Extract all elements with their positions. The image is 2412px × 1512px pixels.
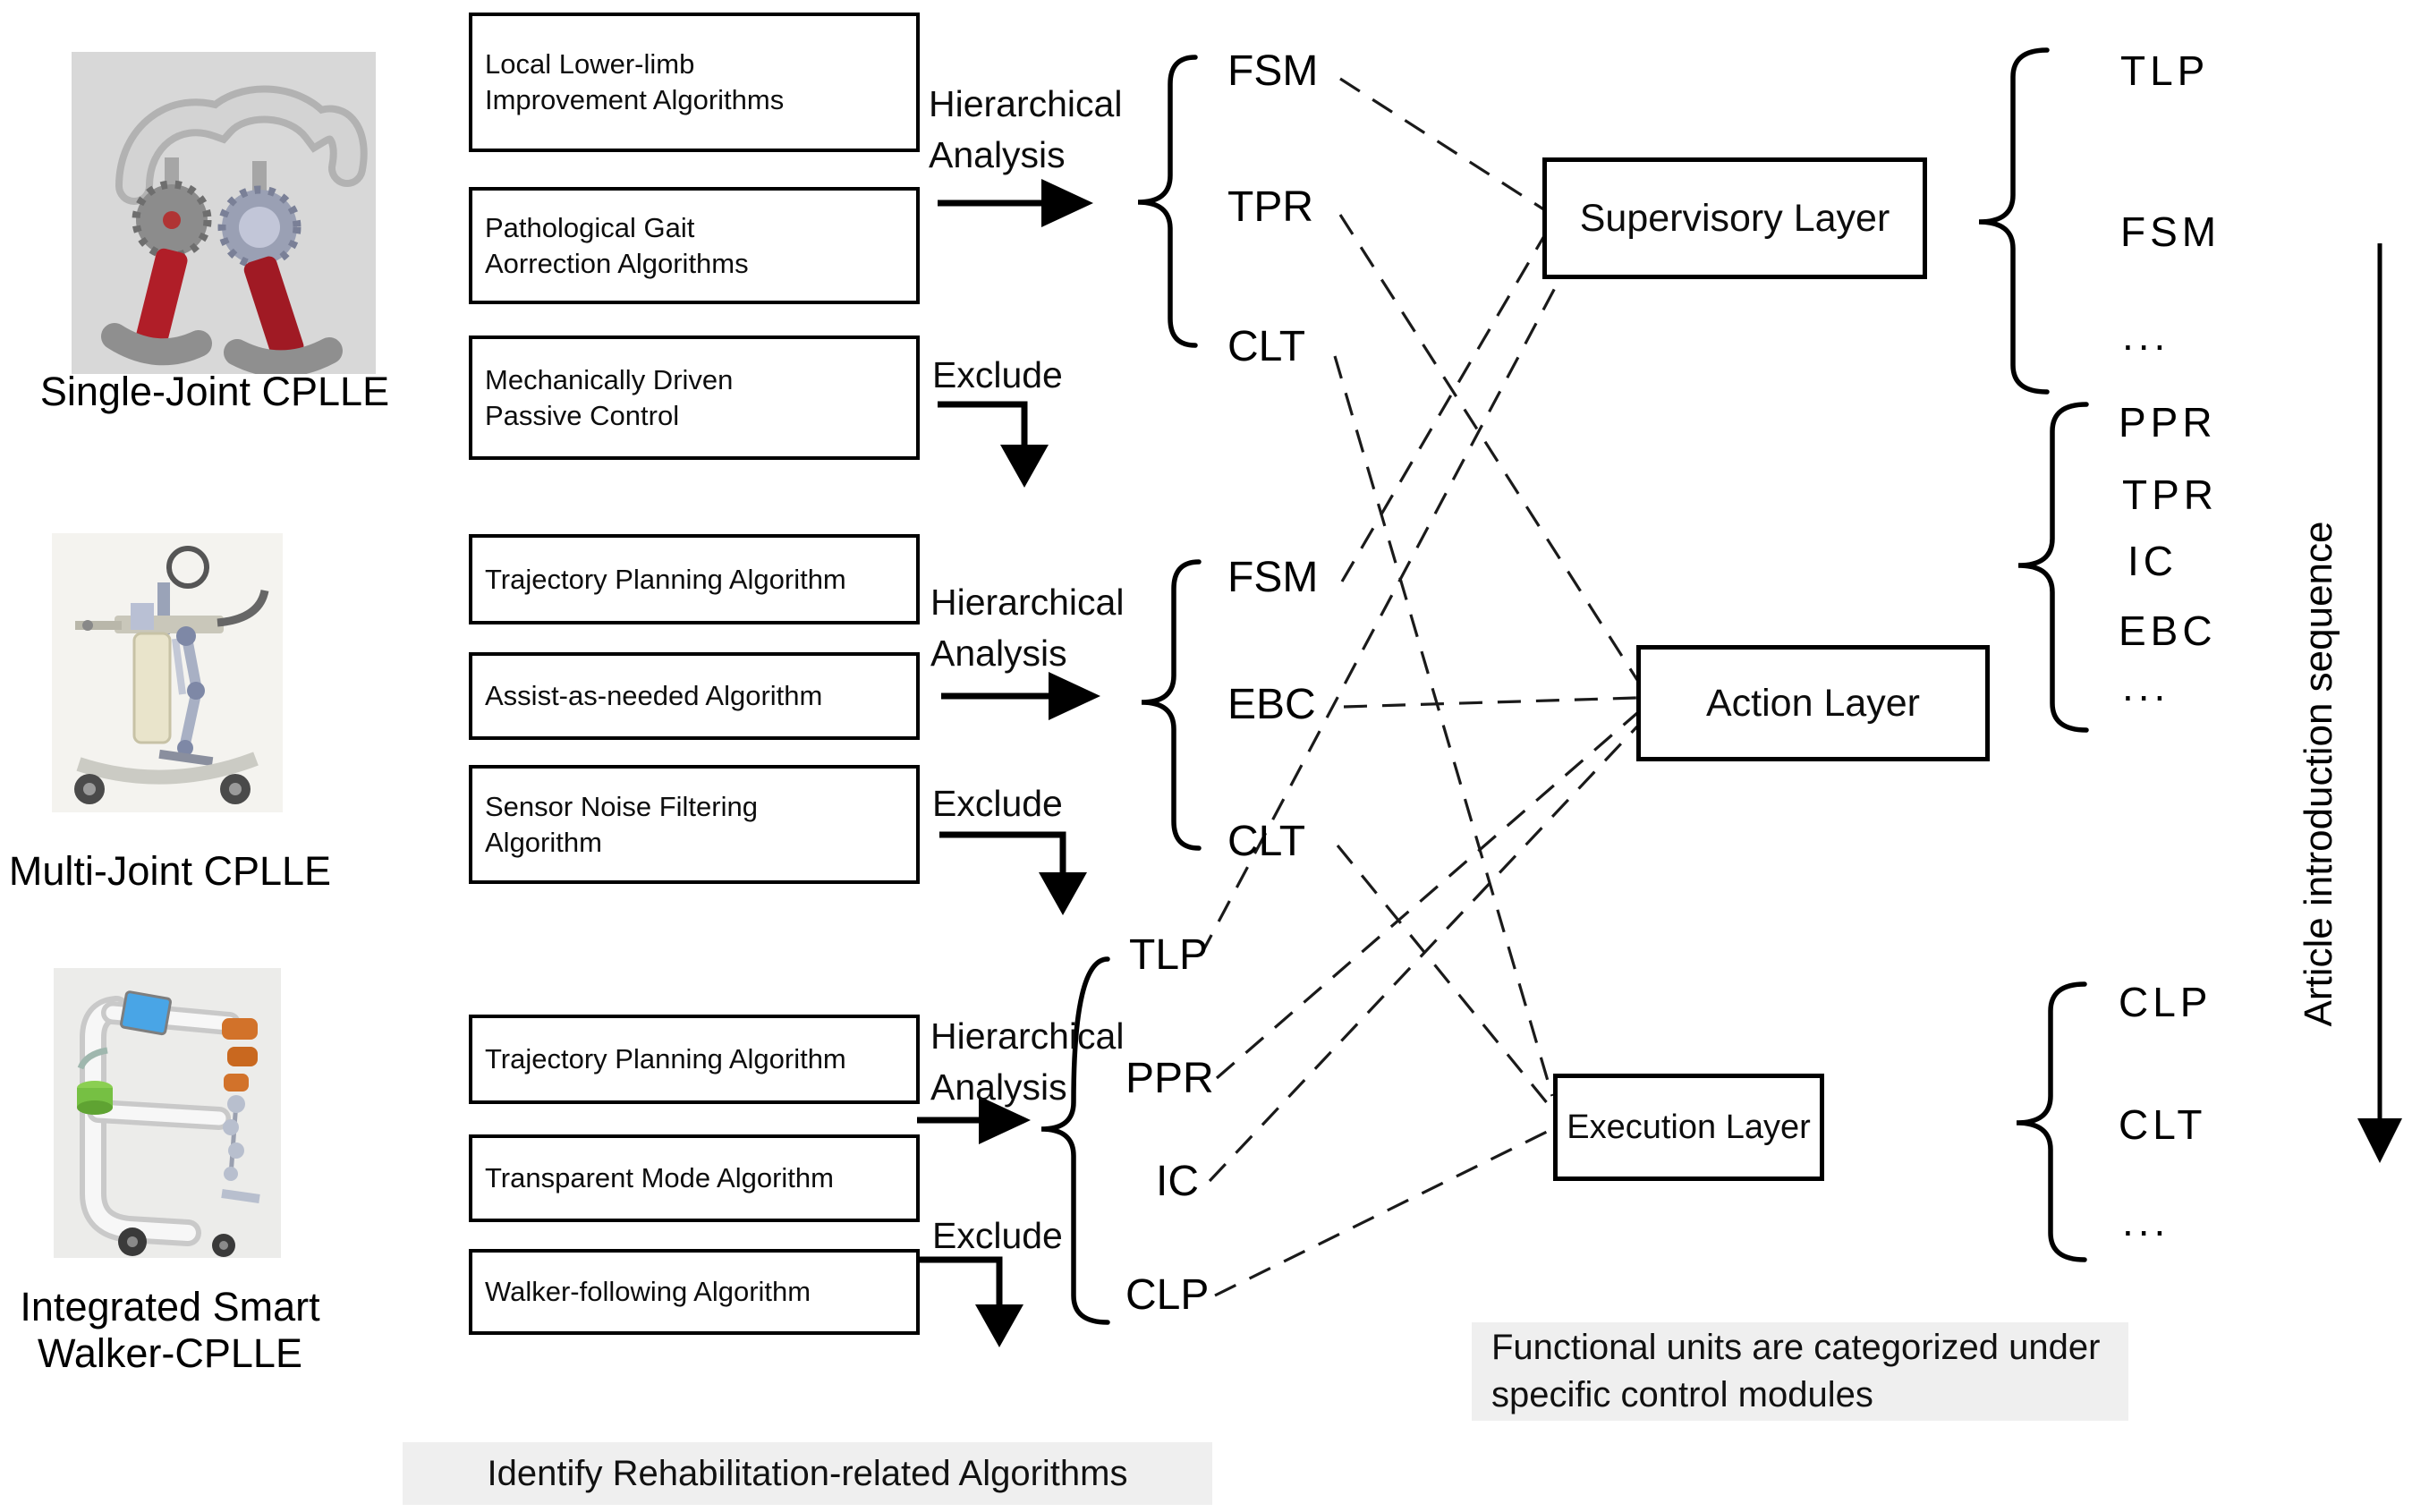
action-unit-tpr: TPR [2122,471,2218,518]
execution-layer-box: Execution Layer [1553,1074,1824,1181]
execution-unit-more: ... [2122,1198,2170,1244]
hierarchical-analysis-label-2: Hierarchical Analysis [930,582,1125,675]
device-label-single-joint: Single-Joint CPLLE [39,369,390,414]
algorithm-box: Walker-following Algorithm [469,1249,920,1335]
supervisory-unit-fsm: FSM [2120,208,2221,255]
connector-clt2-execution [1336,844,1554,1111]
unit-tpr: TPR [1227,183,1313,231]
connector-ebc-action [1343,696,1638,709]
brace-supervisory-units [1978,47,2050,395]
dashed-connectors [1199,77,1639,1297]
braces [1040,47,2089,1325]
exclude-label-3: Exclude [932,1215,1063,1256]
algorithm-box: Sensor Noise Filtering Algorithm [469,765,920,884]
execution-unit-clt: CLT [2119,1101,2207,1148]
algorithm-box: Pathological Gait Aorrection Algorithms [469,187,920,304]
algorithm-box-text: Transparent Mode Algorithm [485,1162,834,1194]
algorithm-box-text: Walker-following Algorithm [485,1276,811,1308]
arrowhead [1049,672,1100,720]
supervisory-layer-box: Supervisory Layer [1542,157,1927,279]
unit-ppr: PPR [1125,1055,1214,1102]
arrowheads [975,179,2402,1347]
brace-execution-units [2016,981,2087,1262]
arrowhead [1041,179,1093,227]
algorithm-box: Mechanically Driven Passive Control [469,336,920,460]
hierarchical-analysis-label-1: Hierarchical Analysis [929,83,1123,176]
article-introduction-sequence-label: Article introduction sequence [2297,521,2340,1027]
exclude-arrow-2 [939,831,1066,879]
unit-clt-2: CLT [1227,818,1306,865]
algorithm-box: Trajectory Planning Algorithm [469,534,920,624]
brace-group-2 [1141,559,1202,851]
connector-ic-action [1208,725,1639,1183]
unit-fsm-1: FSM [1227,47,1319,95]
hierarchical-analysis-label-3: Hierarchical Analysis [930,1015,1125,1109]
device-label-smart-walker: Integrated Smart Walker-CPLLE [20,1284,320,1377]
caption-functional-units: Functional units are categorized under s… [1472,1322,2128,1421]
supervisory-unit-tlp: TLP [2120,47,2210,94]
action-layer-box: Action Layer [1636,645,1990,761]
connector-fsm1-supervisory [1339,77,1546,212]
algorithm-box-text: Local Lower-limb Improvement Algorithms [485,48,785,115]
smart-walker-exoskeleton-image [54,968,281,1258]
execution-unit-clp: CLP [2119,979,2212,1025]
brace-group-1 [1137,55,1198,348]
algorithm-box-text: Sensor Noise Filtering Algorithm [485,790,758,858]
unit-ic: IC [1156,1158,1199,1205]
algorithm-box-text: Mechanically Driven Passive Control [485,363,734,431]
algorithm-box: Local Lower-limb Improvement Algorithms [469,13,920,152]
solid-arrows [917,200,1066,1312]
unit-clp: CLP [1125,1271,1210,1319]
connector-clt1-execution [1333,355,1554,1097]
unit-clt-1: CLT [1227,323,1306,370]
connector-ppr-action [1215,711,1639,1080]
connector-clp-execution [1214,1127,1553,1297]
sequence-arrowhead [2357,1118,2402,1163]
brace-action-units [2017,402,2089,733]
device-label-multi-joint: Multi-Joint CPLLE [8,848,332,894]
algorithm-box: Assist-as-needed Algorithm [469,652,920,740]
algorithm-box: Transparent Mode Algorithm [469,1134,920,1222]
multi-joint-gait-trainer-image [52,533,283,812]
supervisory-unit-more: ... [2122,312,2170,359]
connector-tpr-action [1338,214,1639,681]
connector-fsm2-supervisory [1340,234,1547,582]
action-unit-more: ... [2122,663,2170,709]
unit-fsm-2: FSM [1227,554,1319,601]
action-unit-ppr: PPR [2119,399,2217,446]
unit-tlp: TLP [1129,931,1209,979]
arrowhead [1000,445,1049,488]
smart-walker-exoskeleton-illustration [54,968,281,1258]
arrowhead [979,1096,1031,1144]
exclude-arrow-3 [917,1256,1003,1312]
arrowhead [975,1304,1023,1347]
algorithm-box-text: Pathological Gait Aorrection Algorithms [485,211,749,279]
exclude-label-2: Exclude [932,783,1063,824]
connector-tlp-supervisory [1199,270,1566,956]
algorithm-box-text: Trajectory Planning Algorithm [485,1043,846,1075]
unit-ebc: EBC [1227,681,1316,728]
exclude-label-1: Exclude [932,354,1063,395]
algorithm-box-text: Assist-as-needed Algorithm [485,680,823,712]
algorithm-box: Trajectory Planning Algorithm [469,1015,920,1104]
multi-joint-gait-trainer-illustration [52,533,283,812]
arrowhead [1039,872,1087,915]
action-unit-ic: IC [2127,538,2178,584]
single-joint-exoskeleton-illustration [72,52,376,378]
algorithm-box-text: Trajectory Planning Algorithm [485,563,846,595]
single-joint-exoskeleton-image [72,52,376,378]
brace-group-3 [1040,956,1110,1325]
exclude-arrow-1 [938,401,1028,452]
action-unit-ebc: EBC [2119,607,2217,654]
caption-identify-algorithms: Identify Rehabilitation-related Algorith… [403,1442,1212,1505]
